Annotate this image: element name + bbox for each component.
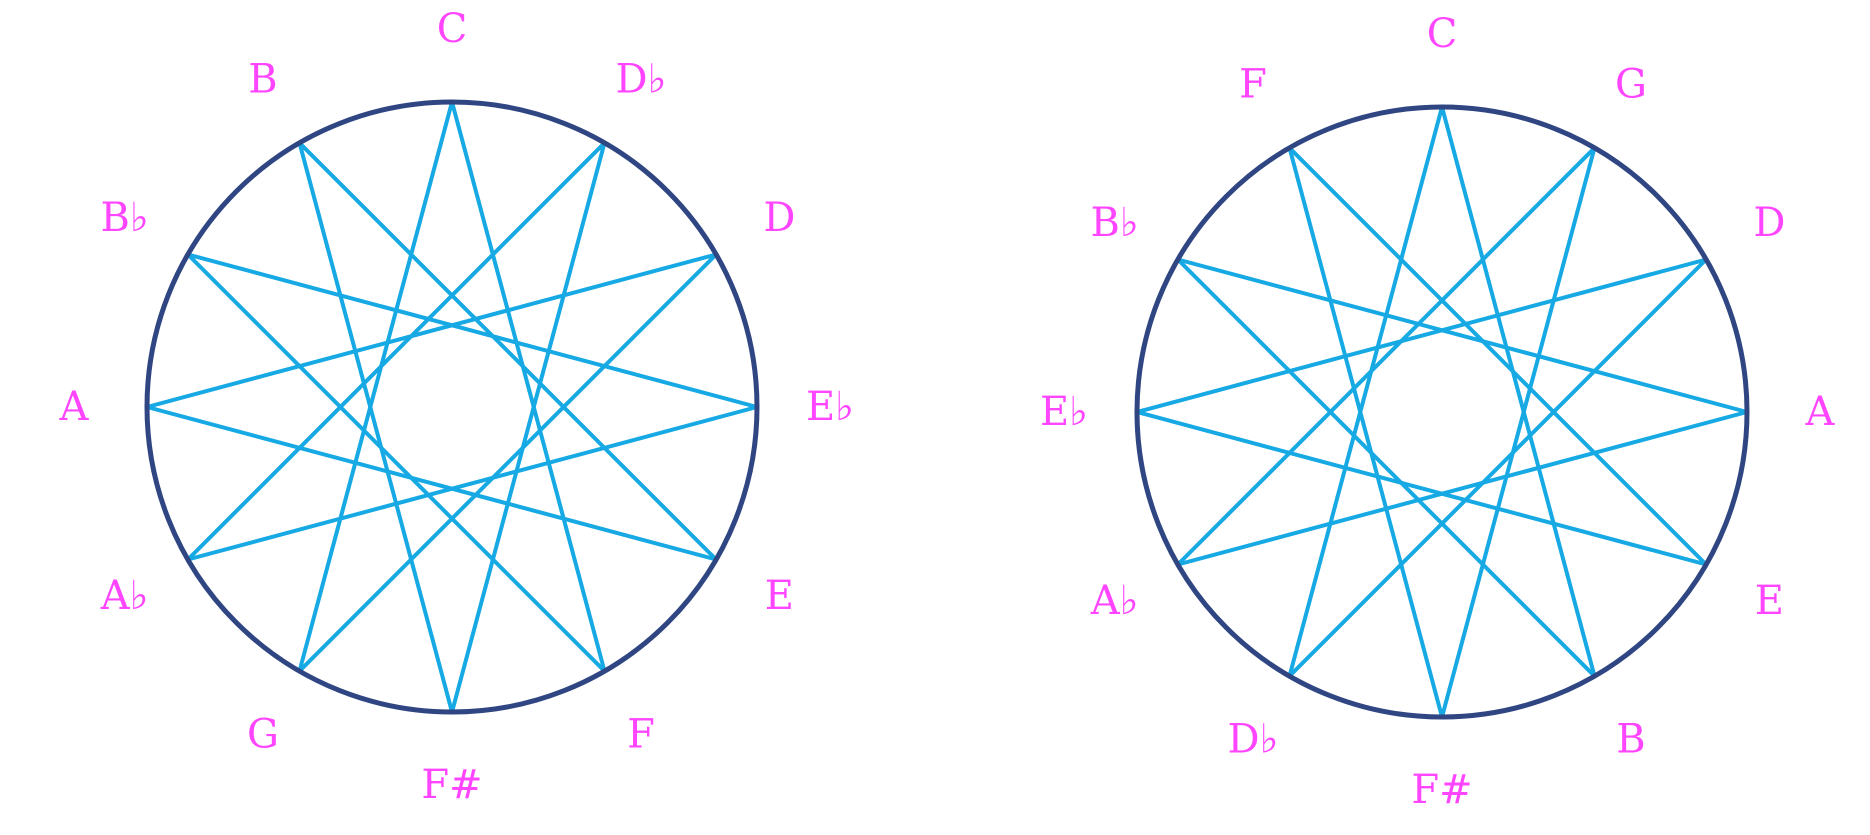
note-label: D♭	[1228, 716, 1279, 762]
note-label: E	[765, 573, 794, 619]
star-chord	[1135, 257, 1709, 414]
note-label: C	[1427, 11, 1458, 57]
note-label: C	[437, 6, 468, 52]
note-label: A♭	[100, 573, 149, 619]
star-chord	[1287, 145, 1709, 567]
star-chord	[185, 140, 607, 562]
star-chord	[185, 252, 759, 409]
star-chord	[185, 252, 607, 674]
star-chord	[145, 252, 719, 409]
note-label: A♭	[1090, 578, 1139, 624]
note-label: G	[1615, 62, 1647, 108]
star-chord	[1175, 257, 1597, 679]
note-label: A	[1805, 389, 1836, 435]
star-chord	[450, 140, 607, 714]
star-chord	[1175, 145, 1597, 567]
note-label: G	[247, 711, 279, 757]
circle-of-fifths-diagram: C G D A E B F# D♭ A♭ E♭ B♭ F	[1040, 11, 1836, 813]
star-chord	[1135, 410, 1709, 567]
star-chord	[145, 405, 719, 562]
star-chord	[1175, 257, 1749, 414]
note-label: E♭	[806, 384, 854, 430]
note-label: B	[1616, 716, 1645, 762]
star-chord	[297, 252, 719, 674]
note-label: B♭	[1090, 200, 1138, 246]
star-chord	[1440, 105, 1597, 679]
note-label: F#	[421, 762, 482, 808]
star-chord	[1287, 145, 1444, 719]
note-label: E♭	[1040, 389, 1088, 435]
note-label: A	[59, 384, 90, 430]
star-chord	[1175, 410, 1749, 567]
note-label: F	[627, 711, 655, 757]
outer-circle	[1134, 104, 1750, 720]
note-label: F#	[1411, 767, 1472, 813]
note-label: D♭	[616, 57, 667, 103]
star-chord	[450, 100, 607, 674]
note-label: D	[1753, 200, 1785, 246]
note-label: B♭	[100, 195, 148, 241]
note-label: D	[763, 195, 795, 241]
star-chord	[185, 405, 759, 562]
star-chord	[297, 140, 454, 714]
star-chord	[1440, 145, 1597, 719]
note-label: B	[248, 57, 277, 103]
star-chord	[297, 140, 719, 562]
note-label: E	[1755, 578, 1784, 624]
chromatic-circle-diagram: C D♭ D E♭ E F F# G A♭ A B♭ B	[59, 6, 854, 808]
star-chord	[1287, 257, 1709, 679]
star-chord	[297, 100, 454, 674]
note-label: F	[1239, 62, 1267, 108]
star-chord	[1287, 105, 1444, 679]
outer-circle	[144, 99, 760, 715]
